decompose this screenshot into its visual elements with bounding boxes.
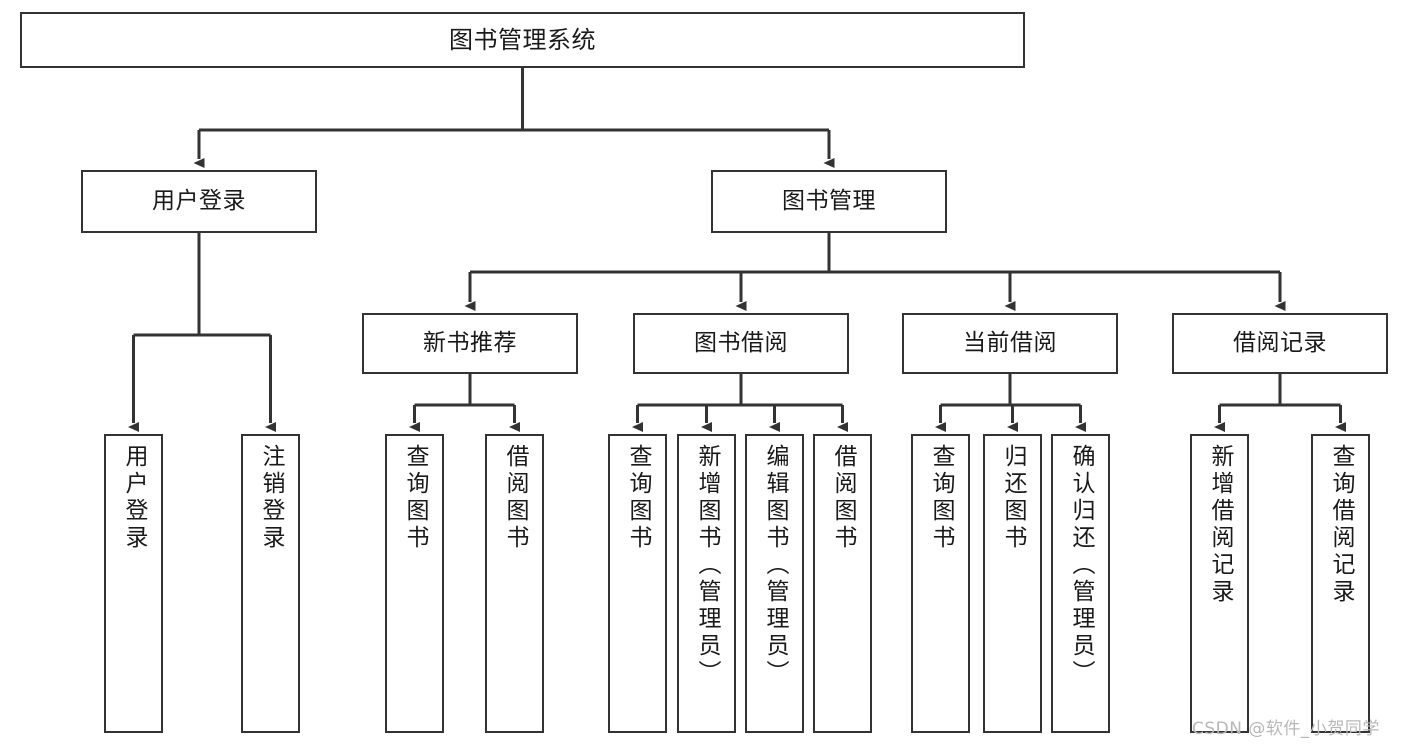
node-label: 查询图书: [928, 444, 954, 552]
csdn-watermark: CSDN @软件_小贺同学: [1192, 719, 1380, 739]
node-label: 图书管理系统: [449, 25, 596, 54]
node-current-borrow[interactable]: 当前借阅: [902, 313, 1118, 374]
node-leaf-logout[interactable]: 注销登录: [241, 434, 300, 733]
node-leaf-add-book[interactable]: 新增图书（管理员）: [677, 434, 736, 733]
node-leaf-query-record[interactable]: 查询借阅记录: [1311, 434, 1370, 733]
node-leaf-edit-book[interactable]: 编辑图书（管理员）: [745, 434, 804, 733]
node-book-borrow[interactable]: 图书借阅: [633, 313, 849, 374]
node-borrow-record[interactable]: 借阅记录: [1172, 313, 1388, 374]
node-leaf-borrow-book-rec[interactable]: 借阅图书: [485, 434, 544, 733]
node-user-login[interactable]: 用户登录: [81, 170, 317, 233]
node-leaf-user-login[interactable]: 用户登录: [104, 434, 163, 733]
node-label: 当前借阅: [963, 329, 1057, 356]
node-root[interactable]: 图书管理系统: [20, 12, 1025, 68]
node-label: 新增借阅记录: [1207, 444, 1233, 606]
node-leaf-add-record[interactable]: 新增借阅记录: [1190, 434, 1249, 733]
node-label: 新书推荐: [423, 329, 517, 356]
node-label: 借阅记录: [1233, 329, 1327, 356]
node-leaf-query-book-borrow[interactable]: 查询图书: [608, 434, 667, 733]
node-label: 图书管理: [782, 187, 876, 214]
node-label: 新增图书（管理员）: [694, 444, 720, 687]
node-label: 查询图书: [402, 444, 428, 552]
node-label: 查询图书: [625, 444, 651, 552]
node-leaf-query-book-cur[interactable]: 查询图书: [911, 434, 970, 733]
node-label: 注销登录: [258, 444, 284, 552]
node-label: 用户登录: [121, 444, 147, 552]
node-label: 图书借阅: [694, 329, 788, 356]
node-leaf-borrow-book[interactable]: 借阅图书: [813, 434, 872, 733]
node-label: 查询借阅记录: [1328, 444, 1354, 606]
node-label: 借阅图书: [502, 444, 528, 552]
node-label: 用户登录: [152, 187, 246, 214]
node-book-manage[interactable]: 图书管理: [711, 170, 947, 233]
node-leaf-confirm-return[interactable]: 确认归还（管理员）: [1051, 434, 1110, 733]
node-new-book-recommend[interactable]: 新书推荐: [362, 313, 578, 374]
node-leaf-return-book[interactable]: 归还图书: [983, 434, 1042, 733]
node-leaf-query-book-rec[interactable]: 查询图书: [385, 434, 444, 733]
node-label: 借阅图书: [830, 444, 856, 552]
node-label: 编辑图书（管理员）: [762, 444, 788, 687]
node-label: 确认归还（管理员）: [1068, 444, 1094, 687]
node-label: 归还图书: [1000, 444, 1026, 552]
